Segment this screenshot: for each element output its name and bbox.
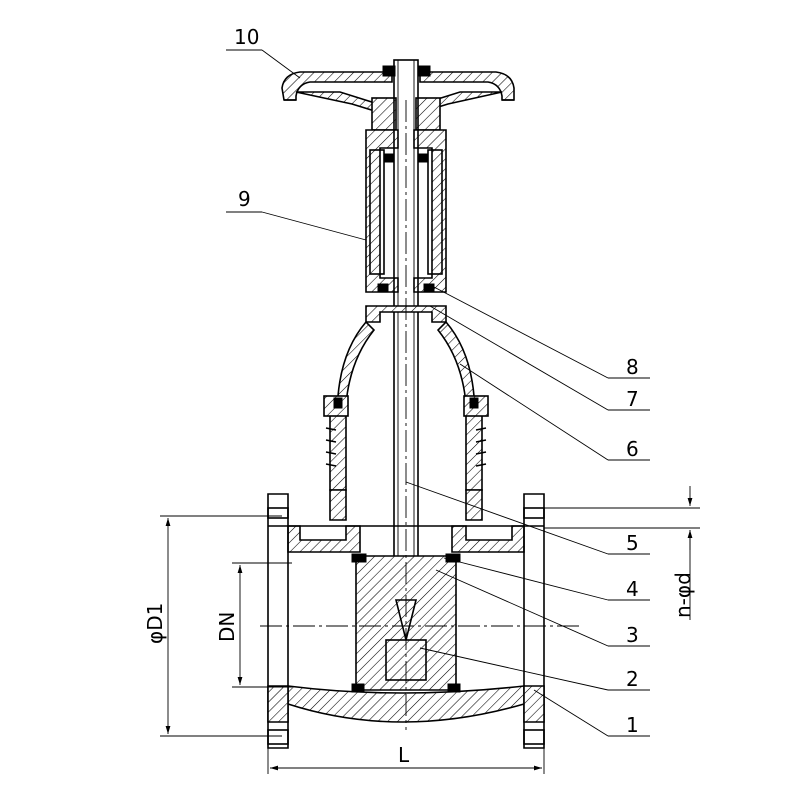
dimension-l-label: L bbox=[398, 743, 410, 767]
dimension-dn bbox=[232, 562, 292, 688]
callout-2: 2 bbox=[626, 667, 639, 691]
bonnet bbox=[323, 305, 489, 491]
callout-5: 5 bbox=[626, 531, 639, 555]
dimension-bolt-holes bbox=[544, 486, 700, 620]
dimension-d1-label: φD1 bbox=[143, 603, 167, 644]
leader-lines bbox=[226, 49, 650, 737]
handwheel bbox=[281, 65, 515, 131]
callout-9: 9 bbox=[238, 187, 251, 211]
callout-3: 3 bbox=[626, 623, 639, 647]
dimension-dn-label: DN bbox=[215, 612, 239, 642]
dimension-d1 bbox=[160, 515, 282, 737]
callout-4: 4 bbox=[626, 577, 639, 601]
dimension-l bbox=[267, 748, 545, 774]
callout-8: 8 bbox=[626, 355, 639, 379]
callout-7: 7 bbox=[626, 387, 639, 411]
callout-6: 6 bbox=[626, 437, 639, 461]
dimension-bolt-holes-label: n-φd bbox=[671, 572, 695, 618]
callout-10: 10 bbox=[234, 25, 259, 49]
callout-1: 1 bbox=[626, 713, 639, 737]
